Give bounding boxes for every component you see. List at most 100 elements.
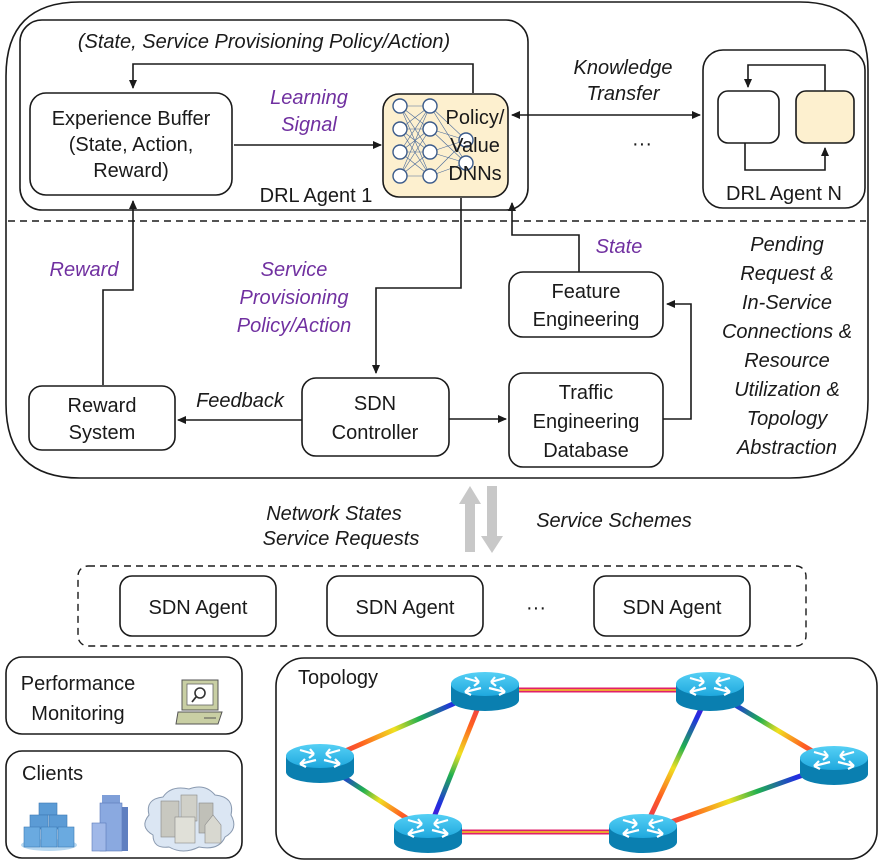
feature-engineering-box[interactable] — [508, 271, 664, 338]
traffic-engineering-database-box[interactable] — [508, 372, 664, 468]
action-label-2: Provisioning — [240, 287, 349, 309]
sdn-agent-box-3[interactable] — [593, 575, 751, 637]
agent-n-dnn-box — [795, 90, 855, 144]
experience-buffer-box[interactable] — [29, 92, 233, 196]
state-desc-line-3: In-Service — [742, 292, 832, 314]
agent-n-loop-bottom — [744, 143, 829, 171]
neural-network-icon — [392, 98, 474, 184]
drl-agent-n-label: DRL Agent N — [726, 183, 842, 205]
state-desc-line-8: Abstraction — [736, 437, 837, 459]
state-label: State — [596, 236, 643, 258]
clients-label: Clients — [22, 763, 83, 785]
ted-label-2: Engineering — [533, 411, 640, 433]
router-icon[interactable] — [394, 814, 462, 853]
experience-buffer-label-3: Reward) — [93, 160, 169, 182]
nn-neuron — [422, 121, 438, 137]
ted-to-feature-arrow — [663, 300, 692, 420]
cloud-city-icon — [144, 786, 235, 852]
sdn-agent-box-2[interactable] — [326, 575, 484, 637]
nn-neuron — [422, 168, 438, 184]
state-desc-line-7: Topology — [747, 408, 828, 430]
action-arrow — [372, 198, 462, 374]
reward-system-label-1: Reward — [68, 395, 137, 417]
state-desc-line-2: Request & — [740, 263, 833, 285]
experience-buffer-label-1: Experience Buffer — [52, 108, 211, 130]
reward-system-label-2: System — [69, 422, 136, 444]
topology-link — [640, 688, 713, 834]
experience-buffer-label-2: (State, Action, — [69, 134, 194, 156]
performance-monitoring-label-2: Monitoring — [31, 703, 124, 725]
topology-label: Topology — [298, 667, 378, 689]
state-desc-line-4: Connections & — [722, 321, 852, 343]
state-description: Pending Request & In-Service Connections… — [722, 234, 852, 459]
nn-edge — [429, 139, 467, 177]
performance-monitoring-label-1: Performance — [21, 673, 136, 695]
nn-neuron — [422, 98, 438, 114]
nn-edge — [399, 105, 431, 177]
reward-arrow — [102, 200, 137, 385]
sdn-agents-container — [77, 565, 807, 647]
reward-system-box[interactable] — [28, 385, 176, 451]
drl-agent-1-label: DRL Agent 1 — [260, 185, 373, 207]
sdn-agent-box-1[interactable] — [119, 575, 277, 637]
agent-n-loop-top — [744, 64, 826, 91]
sdn-agents-ellipsis: ··· — [526, 597, 546, 619]
feedback-loop-label: (State, Service Provisioning Policy/Acti… — [78, 31, 450, 53]
action-label-3: Policy/Action — [237, 315, 352, 337]
nn-edge — [399, 105, 431, 153]
feedback-label: Feedback — [196, 390, 285, 412]
nn-neuron — [392, 121, 408, 137]
topology-routers — [286, 672, 868, 853]
enterprise-building-icon — [91, 795, 128, 852]
state-desc-line-1: Pending — [750, 234, 823, 256]
state-arrow — [508, 202, 580, 273]
learning-signal-label-2: Signal — [281, 114, 337, 136]
router-icon[interactable] — [800, 746, 868, 785]
data-center-icon — [21, 802, 77, 851]
loop-arrow-dnn-to-buffer — [129, 63, 474, 93]
up-label-1: Network States — [266, 503, 402, 525]
feature-engineering-label-1: Feature — [552, 281, 621, 303]
learning-signal-label-1: Learning — [270, 87, 348, 109]
state-desc-line-6: Utilization & — [734, 379, 840, 401]
agents-ellipsis: ··· — [632, 133, 652, 155]
nn-neuron — [458, 132, 474, 148]
sdn-agent-label-2: SDN Agent — [356, 597, 455, 619]
upward-arrow — [459, 486, 481, 552]
down-label: Service Schemes — [536, 510, 692, 532]
router-icon[interactable] — [451, 672, 519, 711]
state-desc-line-5: Resource — [744, 350, 830, 372]
ted-label-3: Database — [543, 440, 629, 462]
sdn-agent-label-1: SDN Agent — [149, 597, 248, 619]
nn-neuron — [422, 144, 438, 160]
sdn-agent-label-3: SDN Agent — [623, 597, 722, 619]
action-label-1: Service — [261, 259, 328, 281]
nn-edge — [399, 128, 431, 177]
control-plane-container — [5, 1, 869, 479]
nn-neuron — [392, 98, 408, 114]
dnn-label-3: DNNs — [448, 163, 501, 185]
feature-engineering-label-2: Engineering — [533, 309, 640, 331]
reward-label: Reward — [50, 259, 120, 281]
up-label-2: Service Requests — [263, 528, 420, 550]
sdn-controller-label-2: Controller — [332, 422, 419, 444]
router-icon[interactable] — [609, 814, 677, 853]
monitoring-computer-icon — [175, 679, 223, 725]
nn-edge — [429, 105, 467, 141]
agent-n-buffer-box — [717, 90, 780, 144]
router-icon[interactable] — [286, 744, 354, 783]
nn-neuron — [392, 144, 408, 160]
router-icon[interactable] — [676, 672, 744, 711]
downward-arrow — [481, 486, 503, 553]
nn-neuron — [458, 155, 474, 171]
knowledge-transfer-label-1: Knowledge — [574, 57, 673, 79]
topology-link — [425, 689, 488, 833]
sdn-controller-box[interactable] — [301, 377, 450, 457]
dnn-label-1: Policy/ — [446, 107, 505, 129]
ted-label-1: Traffic — [559, 382, 613, 404]
nn-neuron — [392, 168, 408, 184]
sdn-controller-label-1: SDN — [354, 393, 396, 415]
policy-value-dnn-box[interactable] — [382, 93, 509, 198]
knowledge-transfer-label-2: Transfer — [587, 83, 661, 105]
